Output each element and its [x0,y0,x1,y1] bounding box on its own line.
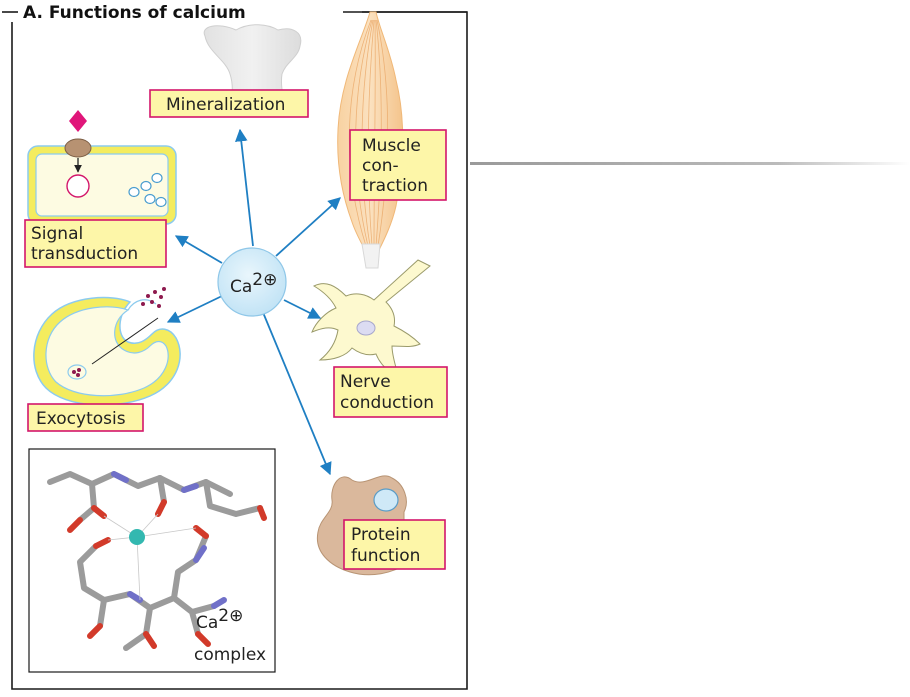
ca-complex-panel: Ca2⊕ complex [28,448,276,673]
neuron-illustration [311,259,431,377]
signal-cell-illustration [27,110,177,225]
arrow-to-mineralization [235,128,254,247]
label-nerve-conduction: Nerve conduction [333,366,448,418]
exocytosis-cell-illustration [33,287,181,406]
label-protein-function: Protein function [343,519,446,570]
label-exocytosis: Exocytosis [27,403,144,432]
panel-title: A. Functions of calcium [23,3,246,23]
ligand-diamond-icon [69,110,87,132]
label-signal-line-1: Signal [31,224,83,244]
complex-ca-symbol: Ca [196,613,218,633]
label-protein-line-2: function [351,546,420,566]
arrows [166,128,341,476]
label-signal-transduction: Signal transduction [24,219,167,268]
svg-text:Ca2⊕: Ca2⊕ [230,270,277,297]
calcium-center-node: Ca2⊕ [217,247,287,317]
label-nerve-line-2: conduction [340,393,434,413]
label-muscle-line-3: traction [362,176,428,196]
label-muscle-line-1: Muscle [362,136,421,156]
arrow-to-nerve [283,299,322,319]
label-mineralization-text: Mineralization [166,95,285,115]
center-ca-charge: 2⊕ [252,270,277,290]
label-muscle-line-2: con- [362,156,399,176]
arrow-to-protein [261,309,332,476]
label-mineralization: Mineralization [149,89,309,118]
arrow-to-muscle [275,197,341,257]
complex-ca-charge: 2⊕ [218,606,243,626]
label-protein-line-1: Protein [351,525,411,545]
label-signal-line-2: transduction [31,244,138,264]
label-exocytosis-text: Exocytosis [36,409,126,429]
panel-frame: A. Functions of calcium [2,0,468,690]
complex-word: complex [194,645,266,665]
svg-text:Ca2⊕: Ca2⊕ [196,606,243,633]
center-ca-symbol: Ca [230,277,252,297]
label-nerve-line-1: Nerve [340,372,391,392]
separator-line [470,162,910,165]
label-muscle-contraction: Muscle con- traction [349,129,447,201]
arrow-to-exocytosis [166,295,223,323]
arrow-to-signal [174,235,223,264]
